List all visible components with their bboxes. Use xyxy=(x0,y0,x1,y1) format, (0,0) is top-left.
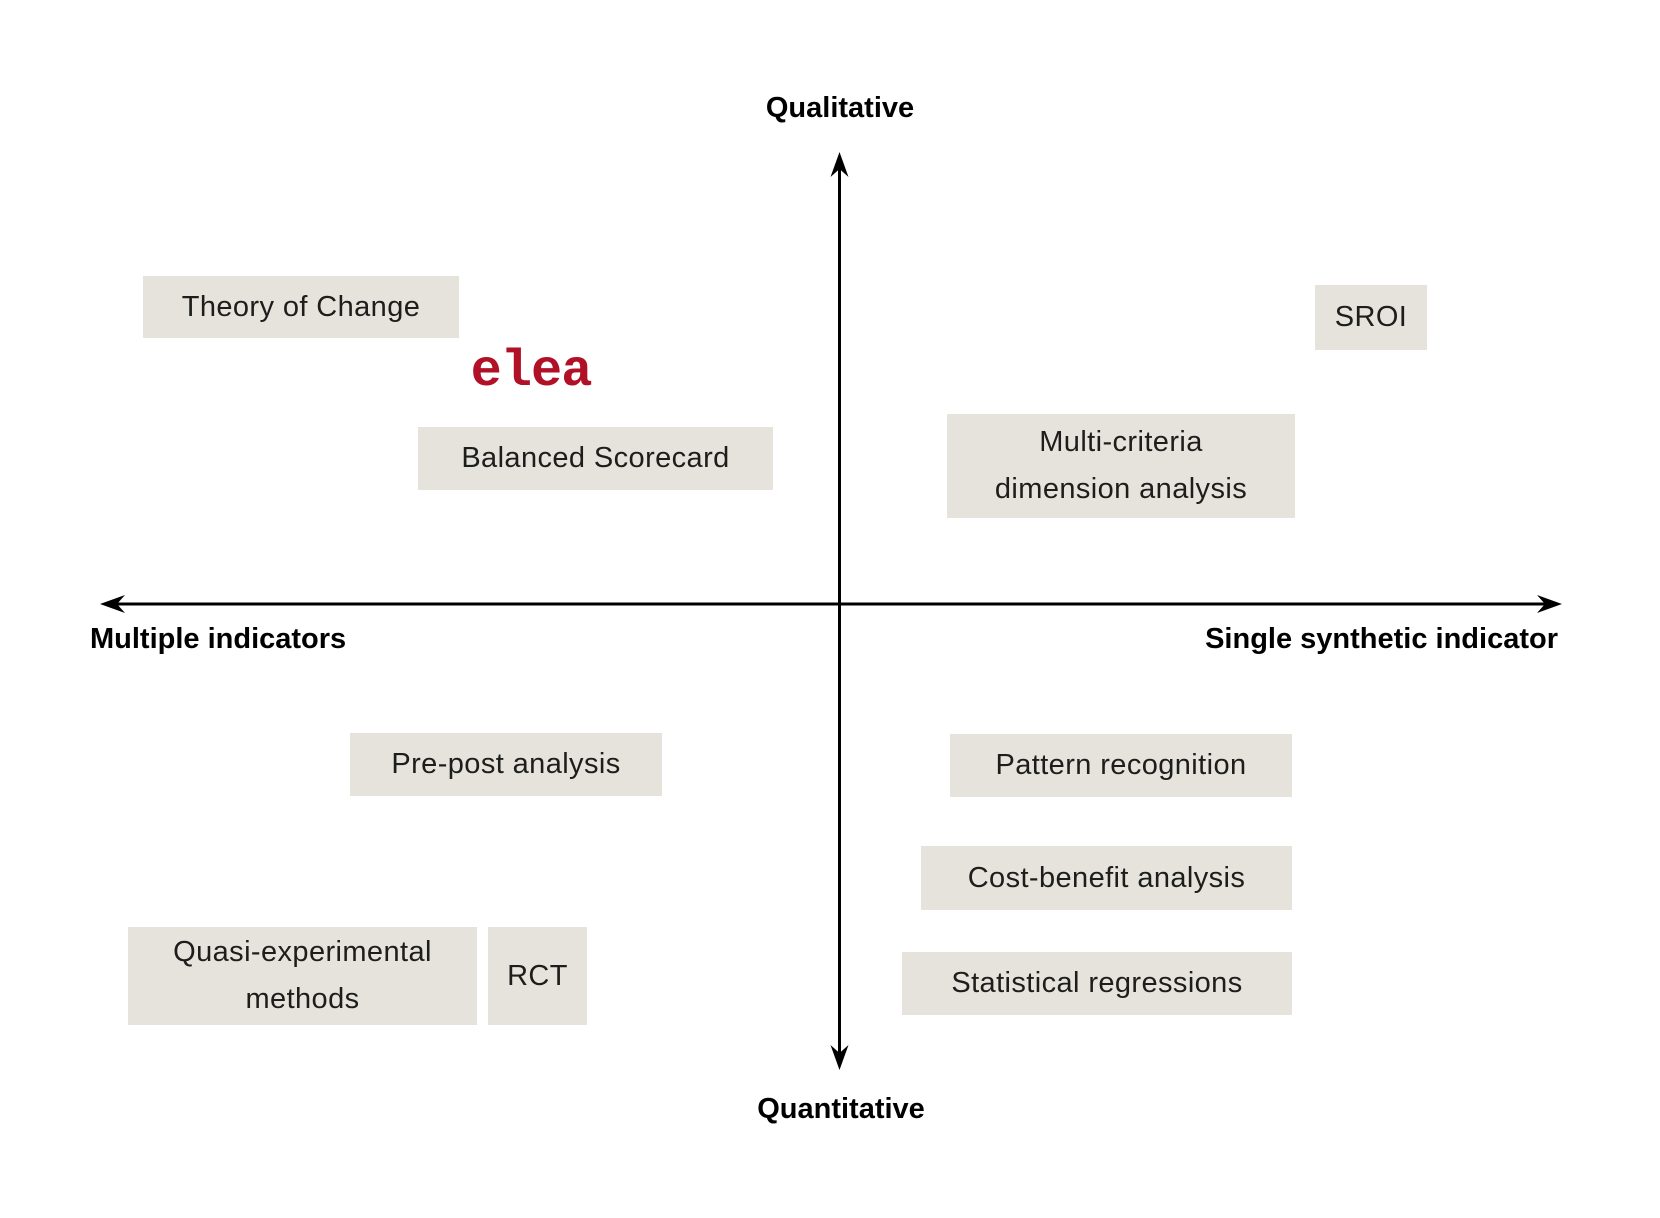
node-label: SROI xyxy=(1334,301,1408,333)
node-pre-post-analysis: Pre-post analysis xyxy=(350,733,662,796)
node-cost-benefit-analysis: Cost-benefit analysis xyxy=(921,846,1292,910)
arrowhead-right-icon xyxy=(1537,595,1562,613)
node-pattern-recognition: Pattern recognition xyxy=(950,734,1292,797)
node-label-line2: methods xyxy=(245,983,360,1015)
node-label: Theory of Change xyxy=(181,290,421,323)
node-multi-criteria-dimension-analysis: Multi-criteria dimension analysis xyxy=(947,414,1295,518)
node-label-line2: dimension analysis xyxy=(994,473,1248,505)
node-quasi-experimental-methods: Quasi-experimental methods xyxy=(128,927,477,1025)
axis-label-single-synthetic-indicator: Single synthetic indicator xyxy=(1205,623,1558,655)
arrowhead-up-icon xyxy=(830,152,849,177)
node-sroi: SROI xyxy=(1315,285,1427,350)
node-label-line1: Quasi-experimental xyxy=(173,936,432,968)
node-theory-of-change: Theory of Change xyxy=(143,276,459,338)
node-label: RCT xyxy=(507,959,568,992)
arrowhead-left-icon xyxy=(100,595,125,613)
node-rct: RCT xyxy=(488,927,587,1025)
node-label: Pre-post analysis xyxy=(391,748,621,780)
node-label: Pattern recognition xyxy=(995,749,1247,781)
node-label: Cost-benefit analysis xyxy=(967,861,1246,894)
arrowhead-down-icon xyxy=(830,1045,849,1070)
axis-label-multiple-indicators: Multiple indicators xyxy=(90,623,347,655)
elea-logo: elea xyxy=(470,341,593,401)
node-label-line1: Multi-criteria xyxy=(1039,426,1203,458)
axis-label-qualitative: Qualitative xyxy=(765,92,915,124)
node-label: Statistical regressions xyxy=(951,967,1243,999)
node-balanced-scorecard: Balanced Scorecard xyxy=(418,427,773,490)
axis-label-quantitative: Quantitative xyxy=(757,1093,925,1125)
node-label: Balanced Scorecard xyxy=(461,442,730,474)
node-statistical-regressions: Statistical regressions xyxy=(902,952,1292,1015)
